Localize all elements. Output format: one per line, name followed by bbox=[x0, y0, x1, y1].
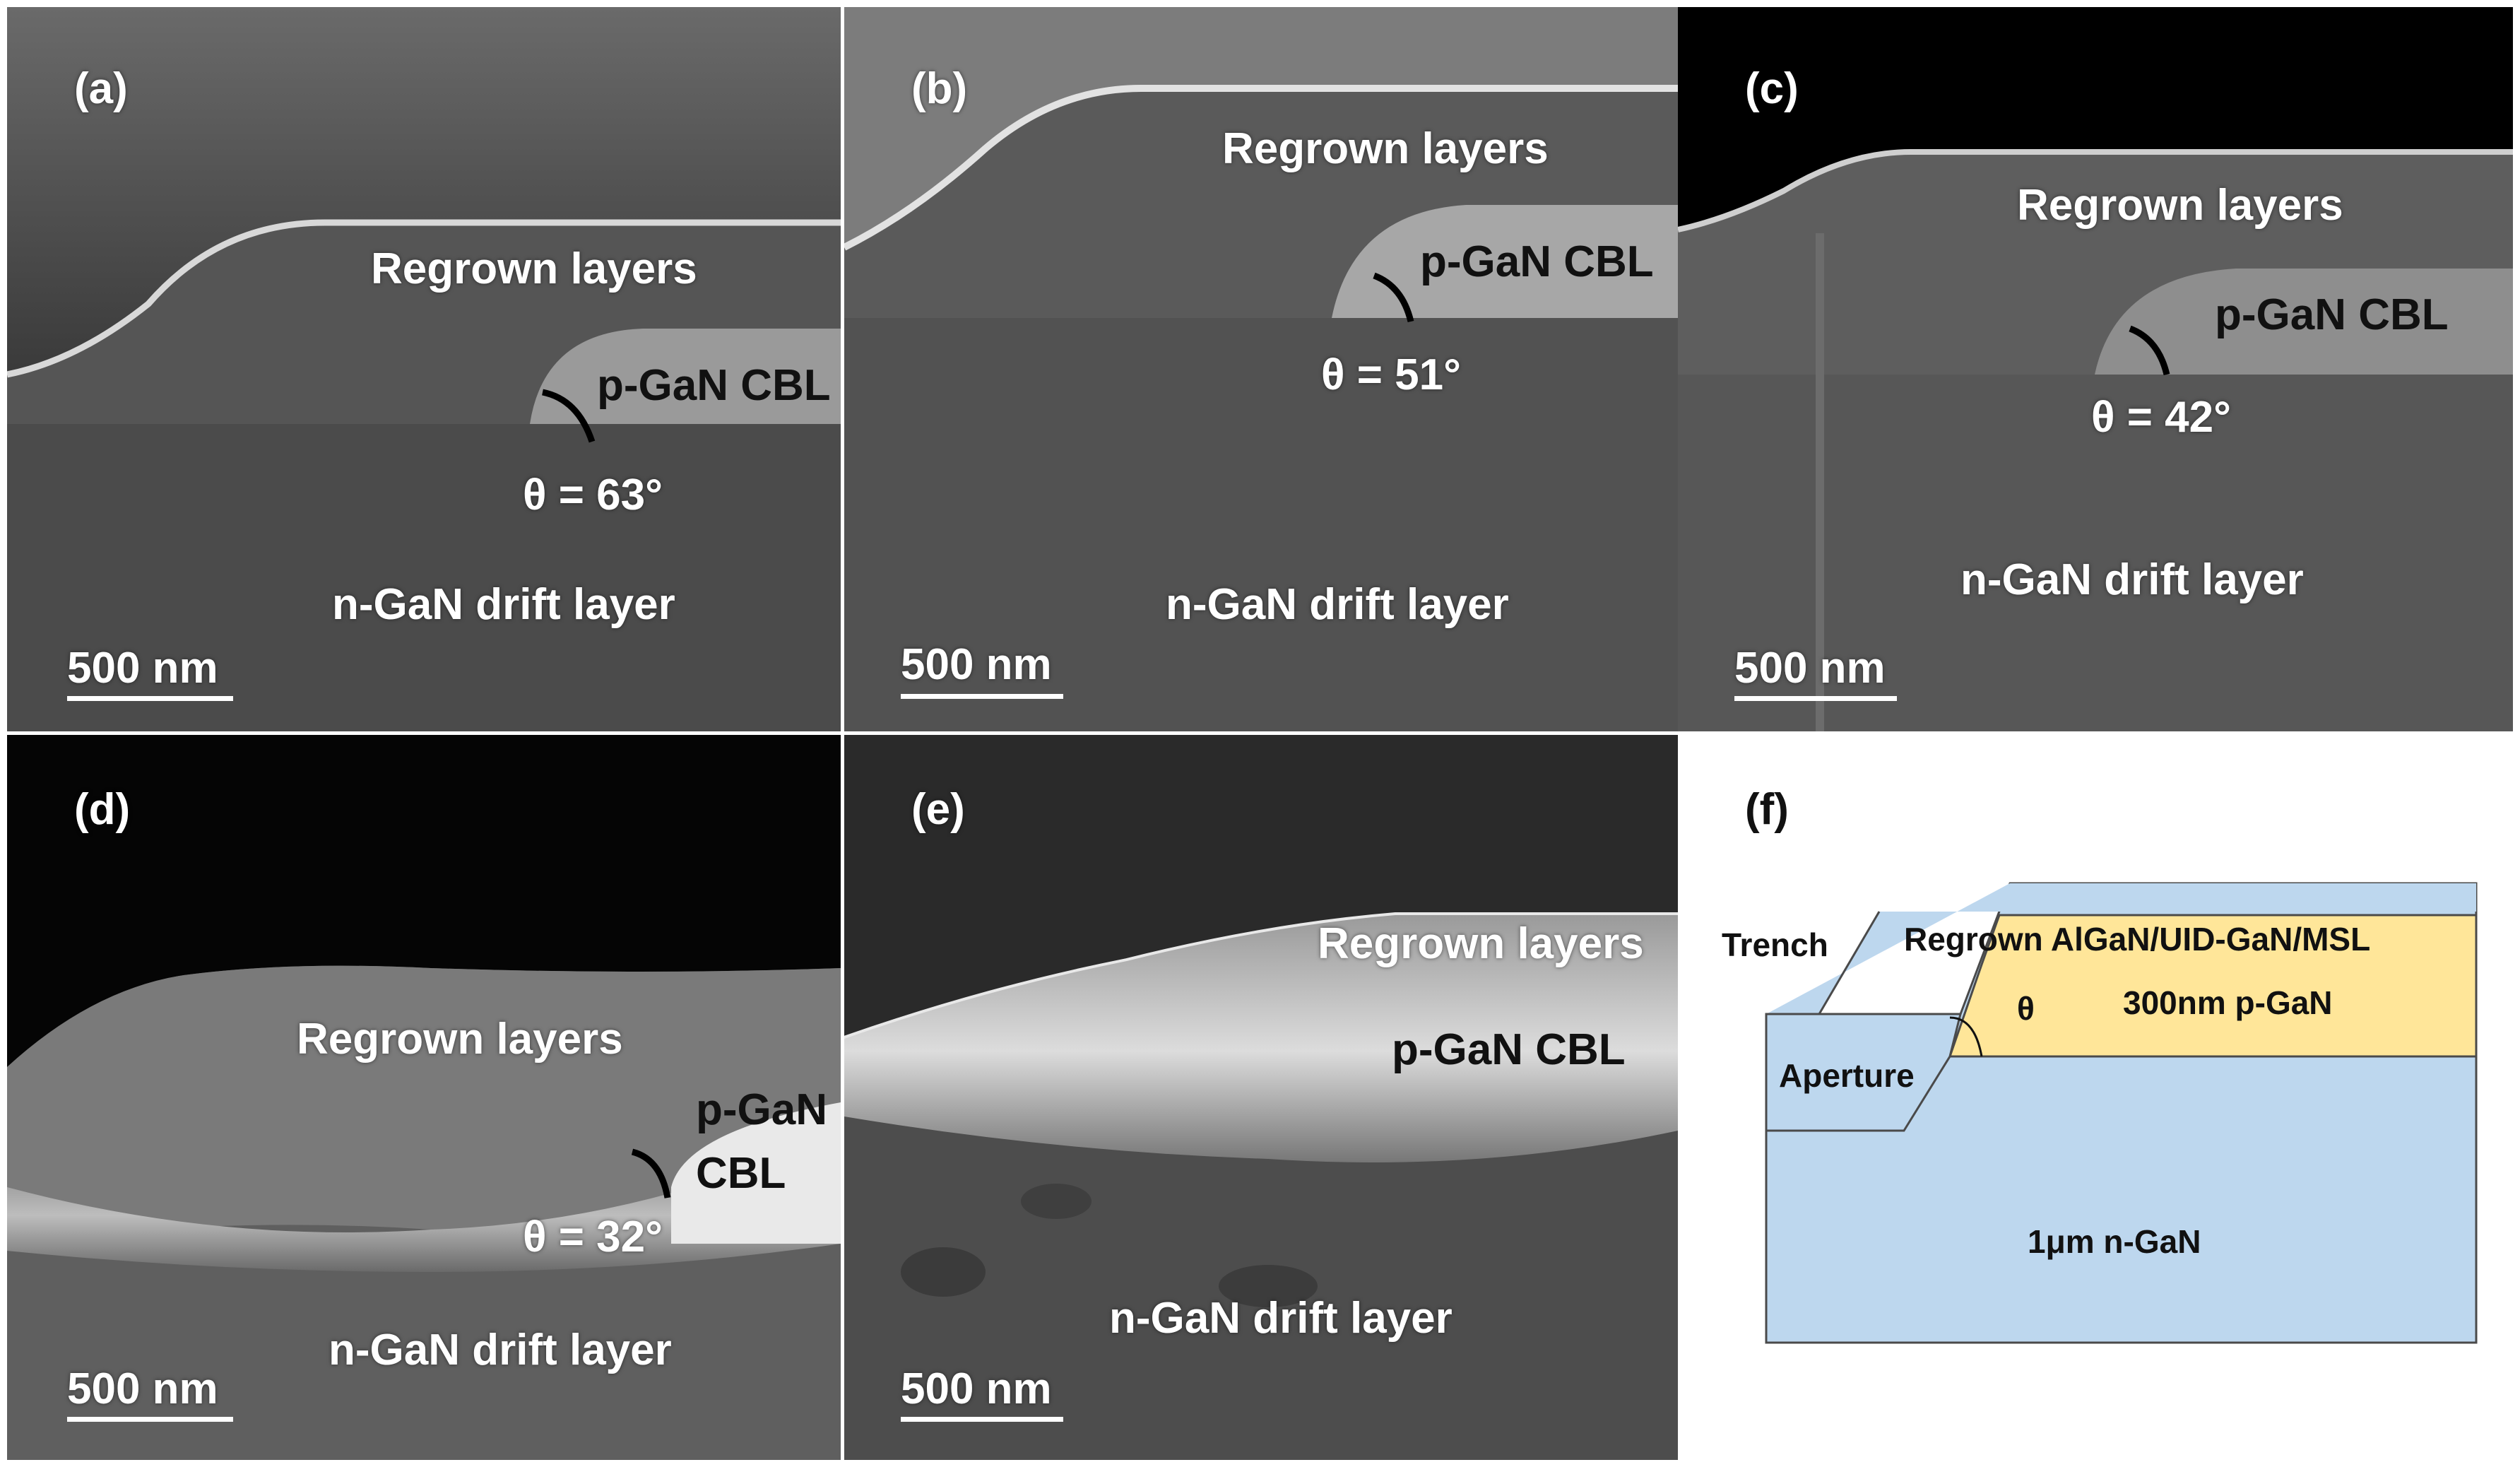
trench-label: Trench bbox=[1722, 926, 1828, 963]
panel-c-drift-label: n-GaN drift layer bbox=[1960, 555, 2304, 604]
panel-e-regrown-label: Regrown layers bbox=[1318, 919, 1644, 968]
panel-a-letter: (a) bbox=[74, 64, 128, 113]
panel-e-sem-image bbox=[844, 735, 1678, 1460]
theta-label: θ bbox=[2017, 990, 2035, 1027]
panel-c-cbl-label: p-GaN CBL bbox=[2215, 290, 2449, 339]
panel-a-drift-label: n-GaN drift layer bbox=[332, 580, 675, 629]
panel-e-cbl-label: p-GaN CBL bbox=[1392, 1025, 1626, 1074]
panel-e: (e) Regrown layers p-GaN CBL n-GaN drift… bbox=[844, 735, 1678, 1460]
panel-b-drift-label: n-GaN drift layer bbox=[1166, 580, 1509, 629]
panel-c-angle-arc bbox=[2129, 325, 2170, 376]
panel-d-theta-label: θ = 32° bbox=[523, 1213, 663, 1261]
n-gan-label: 1μm n-GaN bbox=[2028, 1223, 2201, 1260]
panel-a-cbl-label: p-GaN CBL bbox=[597, 361, 831, 410]
panel-c-letter: (c) bbox=[1745, 64, 1799, 113]
panel-c-scale-bar bbox=[1734, 696, 1897, 701]
panel-a-sem-image bbox=[7, 7, 841, 731]
regrown-label: Regrown AlGaN/UID-GaN/MSL bbox=[1904, 921, 2371, 958]
panel-e-letter: (e) bbox=[911, 785, 965, 834]
panel-d-cbl-line1: p-GaN bbox=[696, 1085, 827, 1134]
panel-c-scale-label: 500 nm bbox=[1734, 644, 1886, 693]
panel-b: (b) Regrown layers p-GaN CBL θ = 51° n-G… bbox=[844, 7, 1678, 731]
panel-a-angle-arc bbox=[541, 389, 596, 443]
panel-a-scale-bar bbox=[67, 696, 233, 701]
panel-b-scale-label: 500 nm bbox=[901, 640, 1052, 689]
panel-c: (c) Regrown layers p-GaN CBL θ = 42° n-G… bbox=[1678, 7, 2513, 731]
panel-d-cbl-line2: CBL bbox=[696, 1149, 786, 1198]
panel-d: (d) Regrown layers p-GaN CBL θ = 32° n-G… bbox=[7, 735, 841, 1460]
regrown-layer-region bbox=[1766, 883, 2476, 1014]
aperture-region bbox=[1765, 1013, 1962, 1132]
panel-d-scale-bar bbox=[67, 1417, 233, 1422]
panel-a: (a) Regrown layers p-GaN CBL θ = 63° n-G… bbox=[7, 7, 841, 731]
panel-f-letter: (f) bbox=[1745, 785, 1789, 834]
panel-a-scale-label: 500 nm bbox=[67, 644, 218, 693]
panel-d-drift-label: n-GaN drift layer bbox=[329, 1326, 672, 1374]
p-gan-label: 300nm p-GaN bbox=[2123, 984, 2333, 1021]
panel-b-cbl-label: p-GaN CBL bbox=[1420, 237, 1654, 286]
theta-arc bbox=[1949, 1016, 1983, 1057]
panel-a-regrown-label: Regrown layers bbox=[371, 245, 697, 293]
panel-c-theta-label: θ = 42° bbox=[2091, 393, 2231, 442]
panel-d-sem-image bbox=[7, 735, 841, 1460]
panel-e-scale-bar bbox=[901, 1417, 1063, 1422]
panel-b-angle-arc bbox=[1373, 272, 1414, 323]
panel-a-theta-label: θ = 63° bbox=[523, 471, 663, 519]
panel-f-cross-section-diagram bbox=[1765, 882, 2478, 1344]
panel-e-scale-label: 500 nm bbox=[901, 1365, 1052, 1413]
panel-f-schematic: (f) Trench Regrown AlGaN/UID-GaN/MSL 300… bbox=[1678, 735, 2513, 1460]
panel-d-letter: (d) bbox=[74, 785, 131, 834]
p-gan-region bbox=[1948, 914, 2478, 1058]
panel-c-regrown-label: Regrown layers bbox=[2017, 181, 2343, 230]
panel-c-sem-image bbox=[1678, 7, 2513, 731]
aperture-label: Aperture bbox=[1779, 1057, 1915, 1094]
panel-b-letter: (b) bbox=[911, 64, 968, 113]
panel-b-theta-label: θ = 51° bbox=[1321, 350, 1461, 399]
panel-e-drift-label: n-GaN drift layer bbox=[1109, 1294, 1453, 1343]
panel-b-scale-bar bbox=[901, 694, 1063, 699]
panel-d-scale-label: 500 nm bbox=[67, 1365, 218, 1413]
panel-d-regrown-label: Regrown layers bbox=[297, 1015, 623, 1064]
panel-b-regrown-label: Regrown layers bbox=[1222, 124, 1549, 173]
panel-d-angle-arc bbox=[631, 1148, 671, 1198]
panel-b-sem-image bbox=[844, 7, 1678, 731]
